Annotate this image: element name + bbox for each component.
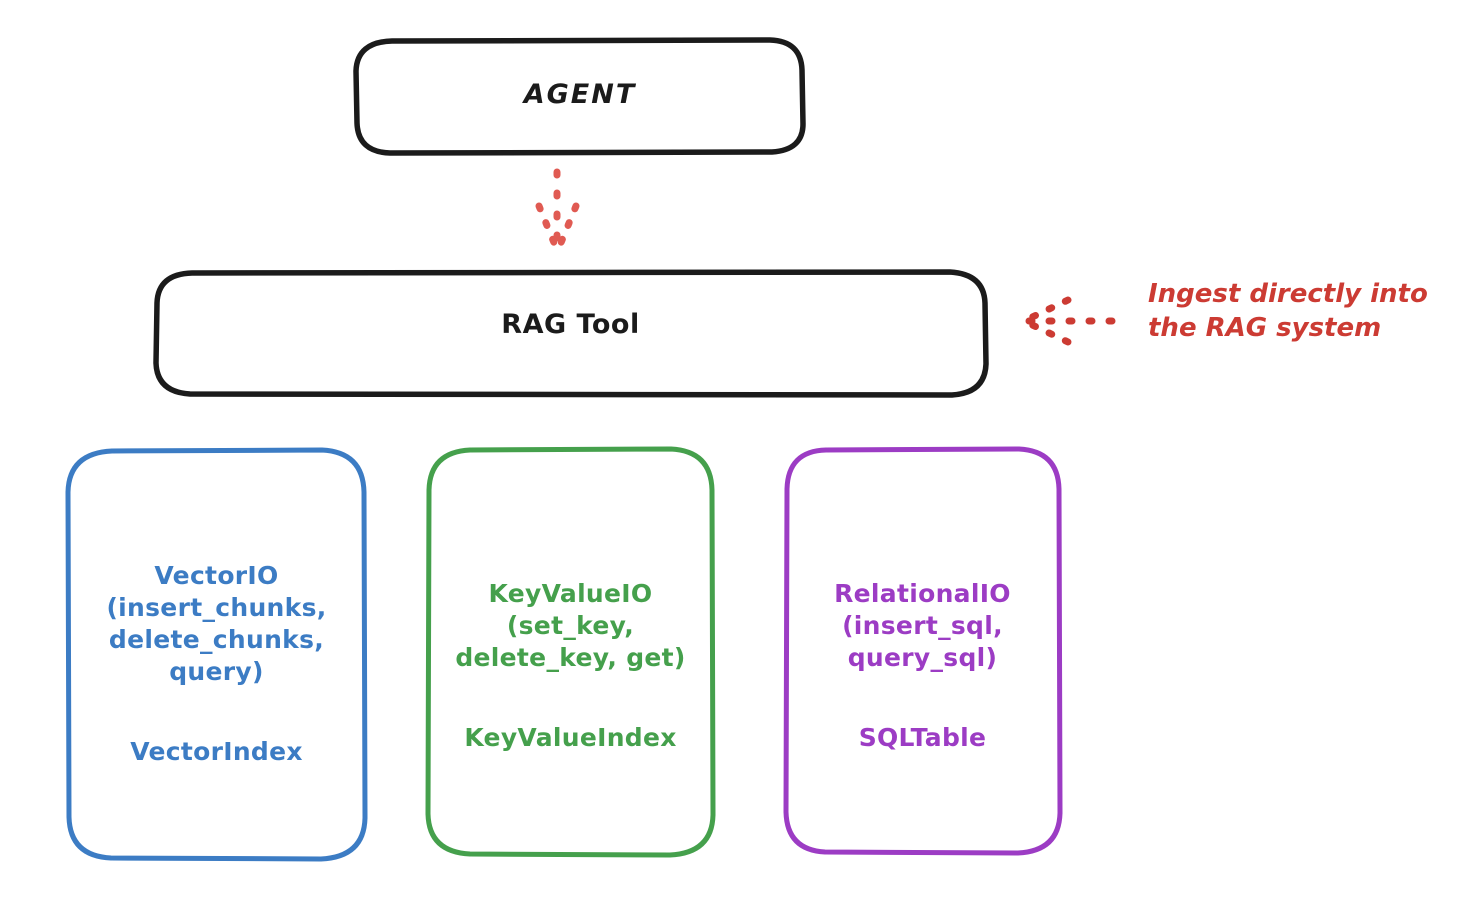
vector-io-node: VectorIO (insert_chunks, delete_chunks, … — [68, 528, 365, 800]
relational-io-node: RelationalIO (insert_sql, query_sql) SQL… — [786, 546, 1059, 786]
relational-io-subtitle: SQLTable — [858, 722, 987, 752]
rag-tool-node-label: RAG Tool — [501, 309, 640, 340]
ingest-arrow — [1022, 296, 1116, 346]
key-value-io-title: KeyValueIO (set_key, delete_key, get) — [455, 579, 686, 672]
relational-io-title: RelationalIO (insert_sql, query_sql) — [834, 579, 1011, 672]
agent-to-rag-arrow — [535, 168, 580, 254]
ingest-annotation-text: Ingest directly into the RAG system — [1148, 279, 1428, 343]
agent-node-label: AGENT — [523, 79, 637, 110]
vector-io-subtitle: VectorIndex — [130, 736, 303, 766]
key-value-io-subtitle: KeyValueIndex — [464, 722, 677, 752]
key-value-io-node: KeyValueIO (set_key, delete_key, get) Ke… — [428, 546, 713, 786]
vector-io-title: VectorIO (insert_chunks, delete_chunks, … — [106, 561, 327, 686]
